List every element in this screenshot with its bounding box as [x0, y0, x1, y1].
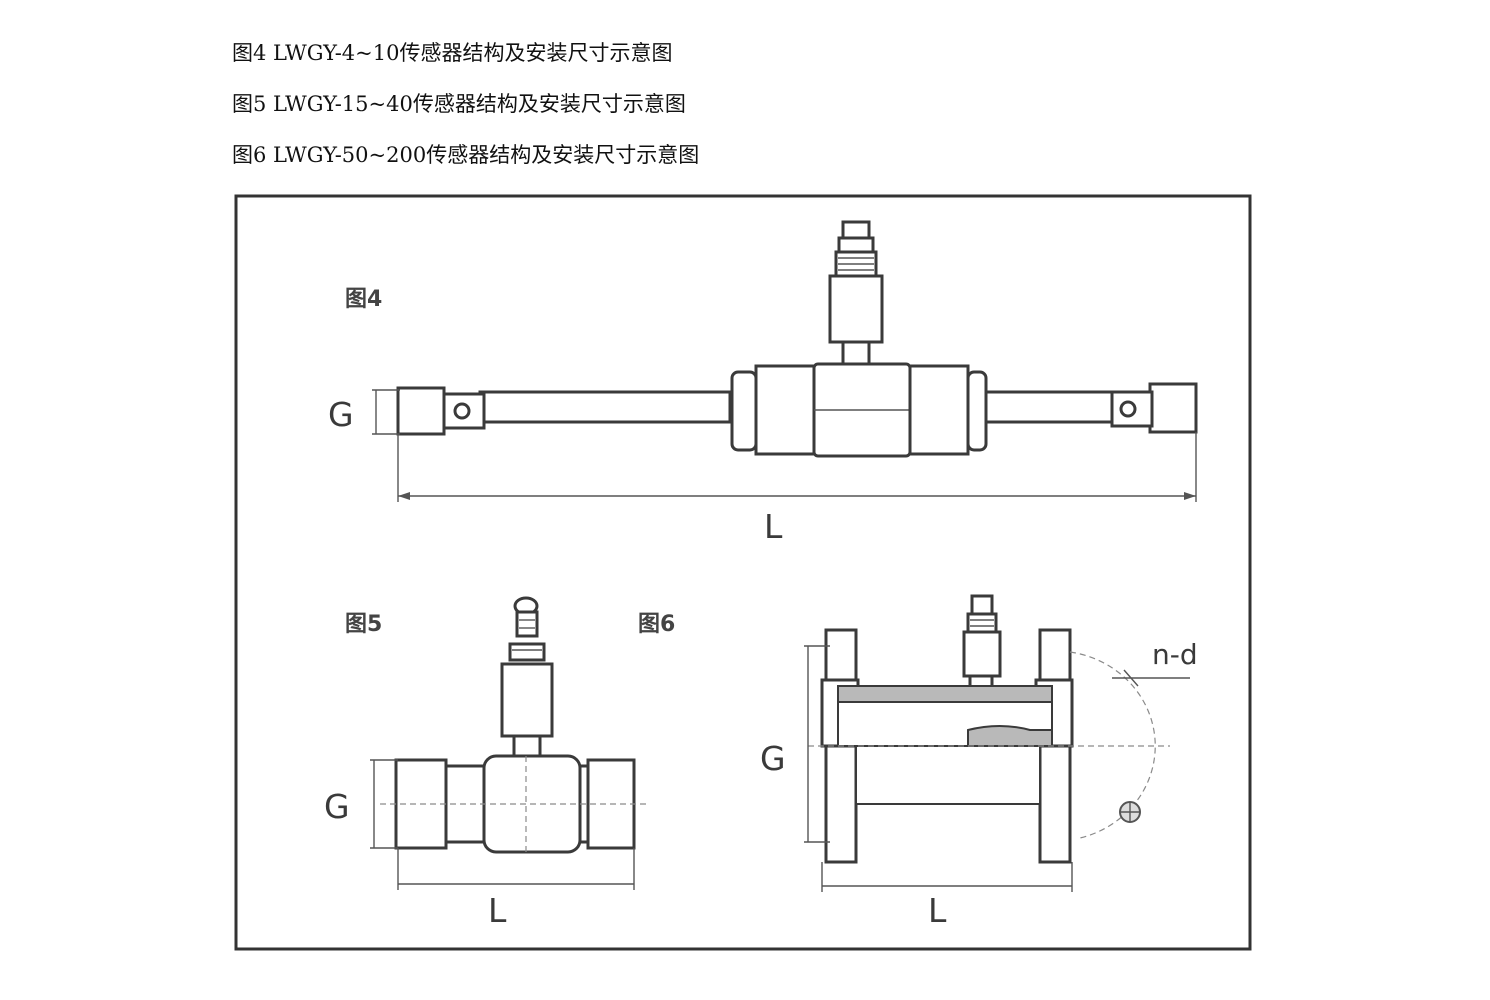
figure-4-label: 图4: [345, 287, 382, 312]
diagram-frame: [234, 194, 1252, 951]
figure-4-transmitter: [828, 220, 884, 366]
figure-5-body: [380, 754, 646, 854]
caption-figure-4: 图4 LWGY-4~10传感器结构及安装尺寸示意图: [232, 41, 673, 65]
figure-5-dimension-l: L: [397, 848, 635, 930]
caption-figure-5: 图5 LWGY-15~40传感器结构及安装尺寸示意图: [232, 92, 686, 116]
figure-6-bolt-circle: n-d: [1069, 638, 1198, 839]
figure-4-g-label: G: [328, 395, 354, 434]
figure-6-transmitter: [962, 594, 1002, 698]
figure-5-g-label: G: [324, 787, 350, 826]
figure-5-label: 图5: [345, 612, 382, 637]
figure-4-end-fitting-left: [396, 386, 486, 436]
figure-6-g-label: G: [760, 739, 786, 778]
figure-6-nd-label: n-d: [1152, 638, 1198, 671]
figure-6-sensor: 图6: [638, 594, 1198, 930]
figure-4-sensor: 图4: [328, 220, 1198, 546]
figure-6-flange-right: [1034, 628, 1074, 864]
figure-6-label: 图6: [638, 612, 675, 637]
figure-6-l-label: L: [928, 891, 947, 930]
figure-5-l-label: L: [488, 891, 507, 930]
caption-figure-6: 图6 LWGY-50~200传感器结构及安装尺寸示意图: [232, 143, 700, 167]
figure-6-pipe-body: [808, 685, 1170, 805]
figure-6-dimension-g: G: [760, 645, 830, 843]
figure-4-pipe-left: [478, 390, 732, 424]
figure-4-dimension-g: G: [328, 389, 400, 435]
figure-4-pipe-right: [982, 390, 1116, 424]
figure-4-l-label: L: [764, 507, 783, 546]
figure-6-dimension-l: L: [821, 862, 1073, 930]
figure-4-end-fitting-right: [1110, 382, 1198, 434]
figure-4-body: [730, 362, 988, 458]
figure-4-dimension-l: L: [397, 432, 1197, 546]
figure-5-dimension-g: G: [324, 759, 398, 849]
figure-5-transmitter: [500, 596, 554, 758]
figure-5-sensor: 图5 G: [324, 596, 646, 930]
